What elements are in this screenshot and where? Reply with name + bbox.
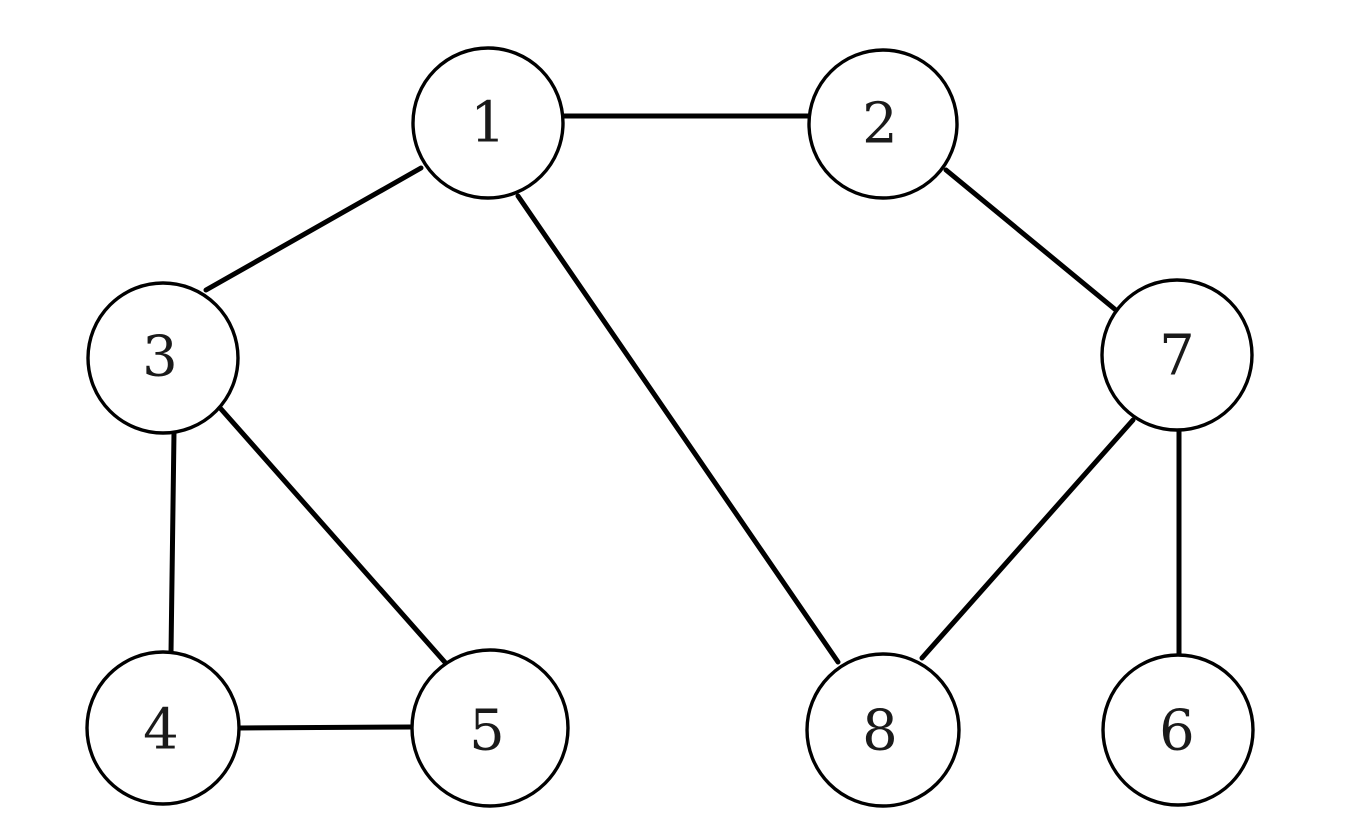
node-circle-1[interactable] — [411, 46, 565, 200]
node-circle-6[interactable] — [1101, 653, 1255, 807]
graph-node-3[interactable]: 3 — [86, 281, 240, 435]
graph-node-6[interactable]: 6 — [1101, 653, 1255, 807]
graph-edge-3-5 — [218, 406, 453, 671]
graph-edge-2-7 — [943, 167, 1120, 314]
node-label-2: 2 — [862, 92, 898, 157]
graph-edge-1-8 — [515, 193, 841, 665]
graph-edge-1-3 — [203, 165, 424, 293]
node-label-5: 5 — [469, 699, 505, 764]
nodes-layer: 1 2 3 4 5 6 7 8 — [85, 46, 1255, 808]
graph-node-7[interactable]: 7 — [1100, 278, 1254, 432]
node-label-4: 4 — [143, 698, 179, 763]
graph-node-5[interactable]: 5 — [410, 648, 570, 808]
edges-layer — [168, 113, 1182, 731]
graph-edge-3-4 — [168, 429, 177, 656]
graph-edge-4-5 — [236, 724, 415, 731]
node-circle-4[interactable] — [85, 650, 241, 806]
graph-edge-7-8 — [919, 417, 1136, 661]
graph-node-8[interactable]: 8 — [805, 652, 961, 808]
node-circle-8[interactable] — [805, 652, 961, 808]
graph-node-2[interactable]: 2 — [807, 48, 959, 200]
node-circle-3[interactable] — [86, 281, 240, 435]
node-label-1: 1 — [470, 91, 506, 156]
node-label-7: 7 — [1159, 324, 1195, 389]
node-circle-2[interactable] — [807, 48, 959, 200]
graph-node-4[interactable]: 4 — [85, 650, 241, 806]
node-label-6: 6 — [1159, 699, 1195, 764]
node-label-3: 3 — [142, 325, 178, 390]
graph-node-1[interactable]: 1 — [411, 46, 565, 200]
node-circle-7[interactable] — [1100, 278, 1254, 432]
node-circle-5[interactable] — [410, 648, 570, 808]
node-label-8: 8 — [862, 699, 898, 764]
